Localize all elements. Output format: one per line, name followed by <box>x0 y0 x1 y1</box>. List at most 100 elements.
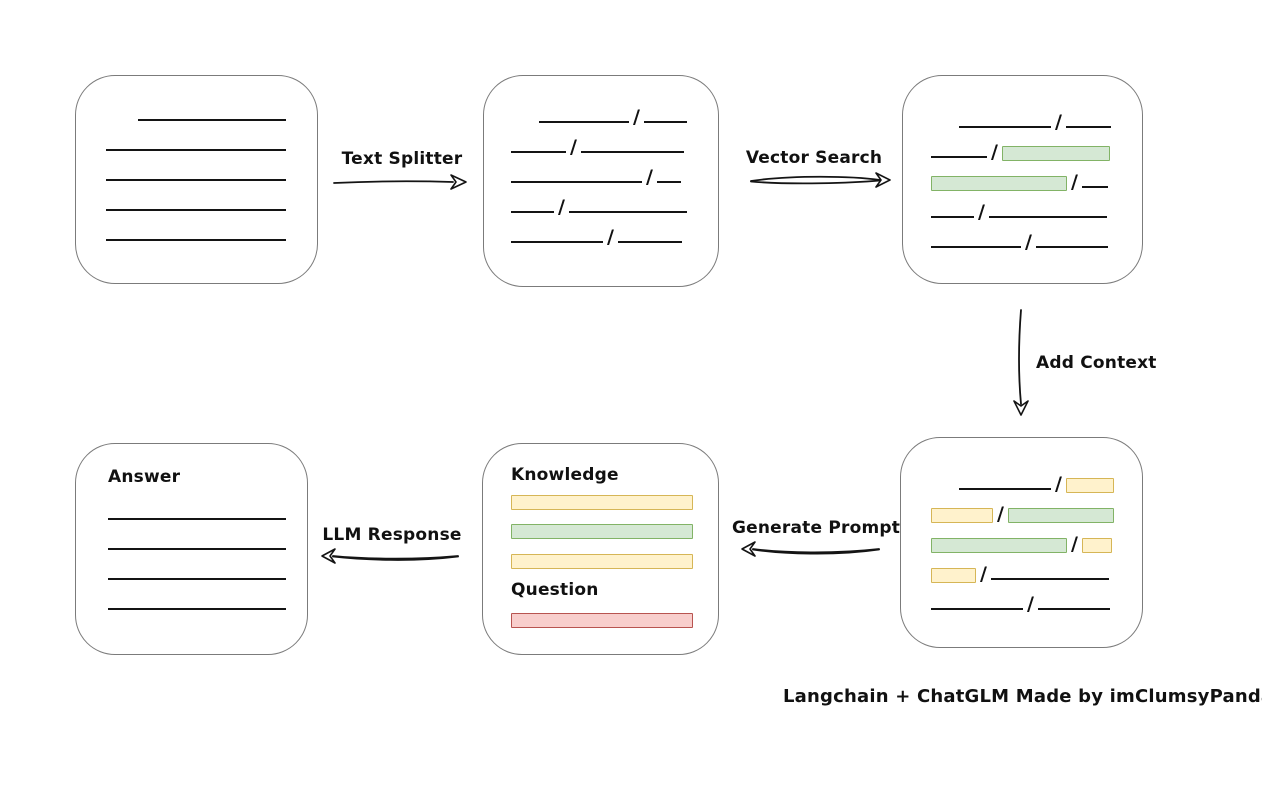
text-line <box>1035 246 1108 248</box>
question-label: Question <box>511 580 599 600</box>
text-line <box>656 181 681 183</box>
add-context-arrow <box>1013 309 1029 416</box>
slash-separator: / <box>646 166 653 188</box>
segment-row: / <box>931 584 1142 614</box>
question-bar-wrap <box>511 613 718 628</box>
segment-row <box>106 125 317 155</box>
text-line <box>106 179 286 181</box>
text-splitter-arrow <box>333 174 467 190</box>
text-line <box>511 181 642 183</box>
text-line <box>580 151 684 153</box>
slash-separator: / <box>607 226 614 248</box>
segment-row <box>106 95 317 125</box>
segment-row: / <box>931 524 1142 554</box>
segment-row: / <box>931 102 1142 132</box>
text-line <box>539 121 629 123</box>
text-line <box>959 126 1051 128</box>
llm-response-label: LLM Response <box>322 525 462 545</box>
segment-row <box>106 215 317 245</box>
diagram-caption: Langchain + ChatGLM Made by imClumsyPand… <box>783 686 1262 707</box>
red-prompt-bar <box>511 613 693 628</box>
segment-row <box>108 554 307 584</box>
answer-label: Answer <box>108 467 181 487</box>
text-line <box>990 578 1109 580</box>
green-chunk-bar <box>931 538 1067 553</box>
generate-prompt-label: Generate Prompt <box>732 518 901 538</box>
vector-search-label: Vector Search <box>745 148 883 168</box>
slash-separator: / <box>1025 231 1032 253</box>
slash-separator: / <box>1071 171 1078 193</box>
slash-separator: / <box>633 106 640 128</box>
text-line <box>106 209 286 211</box>
segment-row: / <box>511 157 718 187</box>
document-lines <box>106 95 317 245</box>
segment-row <box>108 584 307 614</box>
indent-gap <box>931 131 959 132</box>
segment-row <box>108 494 307 524</box>
add-context-label: Add Context <box>1036 353 1157 373</box>
text-line <box>511 211 554 213</box>
slash-separator: / <box>558 196 565 218</box>
text-splitter-label: Text Splitter <box>341 149 463 169</box>
segment-row: / <box>931 554 1142 584</box>
slash-separator: / <box>978 201 985 223</box>
text-line <box>511 151 566 153</box>
vector-search-result-box: ///// <box>902 75 1143 284</box>
split-chunks-box: ///// <box>483 75 719 287</box>
text-line <box>931 608 1023 610</box>
text-line <box>1037 608 1110 610</box>
green-prompt-bar <box>511 524 693 539</box>
text-line <box>988 216 1107 218</box>
text-line <box>108 518 286 520</box>
segment-row: / <box>511 127 718 157</box>
yellow-chunk-bar <box>1081 538 1112 553</box>
text-line <box>106 149 286 151</box>
prompt-box: Knowledge Question <box>482 443 719 655</box>
yellow-chunk-bar <box>931 508 993 523</box>
text-line <box>931 246 1021 248</box>
segment-row <box>106 155 317 185</box>
answer-box: Answer <box>75 443 308 655</box>
indent-gap <box>931 493 959 494</box>
text-line <box>931 216 974 218</box>
text-line <box>959 488 1051 490</box>
segment-row: / <box>511 217 718 247</box>
knowledge-bars <box>511 495 718 569</box>
text-line <box>931 156 987 158</box>
green-chunk-bar <box>1007 508 1114 523</box>
knowledge-label: Knowledge <box>511 465 619 485</box>
text-line <box>643 121 687 123</box>
slash-separator: / <box>1071 533 1078 555</box>
text-line <box>617 241 682 243</box>
text-line <box>511 241 603 243</box>
green-chunk-bar <box>1001 146 1110 161</box>
answer-lines <box>108 494 307 614</box>
yellow-chunk-bar <box>1065 478 1114 493</box>
source-document-box <box>75 75 318 284</box>
slash-separator: / <box>1027 593 1034 615</box>
llm-response-arrow <box>321 548 459 564</box>
yellow-chunk-bar <box>931 568 976 583</box>
text-line <box>106 239 286 241</box>
slash-separator: / <box>1055 111 1062 133</box>
slash-separator: / <box>980 563 987 585</box>
text-line <box>138 119 286 121</box>
yellow-prompt-bar <box>511 495 693 510</box>
vector-search-arrow <box>750 172 891 188</box>
slash-separator: / <box>1055 473 1062 495</box>
text-line <box>108 578 286 580</box>
text-line <box>568 211 687 213</box>
slash-separator: / <box>997 503 1004 525</box>
context-chunk-lines: / / / / / <box>931 464 1142 614</box>
indent-gap <box>106 124 138 125</box>
segment-row <box>108 524 307 554</box>
segment-row: / <box>511 97 718 127</box>
generate-prompt-arrow <box>741 541 880 557</box>
text-line <box>108 608 286 610</box>
text-line <box>1065 126 1111 128</box>
text-line <box>1081 186 1108 188</box>
segment-row: / <box>511 187 718 217</box>
chunk-lines: ///// <box>511 97 718 247</box>
segment-row: / <box>931 132 1142 162</box>
